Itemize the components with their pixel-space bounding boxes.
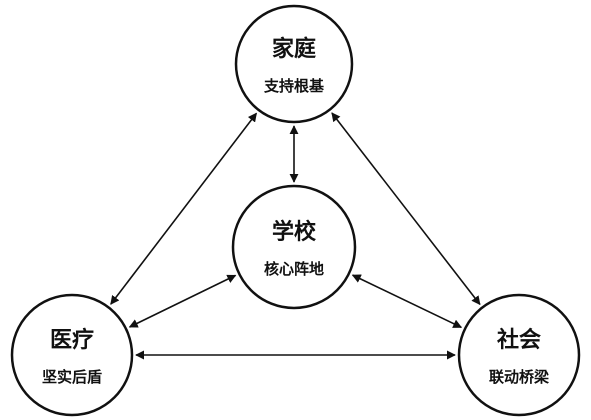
edge-school-medical [128,274,237,328]
node-family-title: 家庭 [272,36,316,62]
edge-school-society [351,274,463,329]
node-family: 家庭 支持根基 [234,4,354,124]
node-school-subtitle: 核心阵地 [264,260,324,278]
edge-family-society [331,112,481,306]
node-society: 社会 联动桥梁 [457,293,581,417]
edges-layer [110,112,481,360]
node-family-subtitle: 支持根基 [263,77,325,95]
node-medical: 医疗 坚实后盾 [10,293,134,417]
node-school-circle [231,184,357,310]
node-school-title: 学校 [272,219,317,245]
node-society-title: 社会 [497,327,541,353]
node-medical-title: 医疗 [50,327,94,353]
node-medical-subtitle: 坚实后盾 [42,368,102,386]
node-school: 学校 核心阵地 [231,184,357,310]
node-family-circle [234,4,354,124]
node-society-circle [457,293,581,417]
node-medical-circle [10,293,134,417]
edge-family-medical [110,112,258,305]
node-society-subtitle: 联动桥梁 [489,368,550,386]
